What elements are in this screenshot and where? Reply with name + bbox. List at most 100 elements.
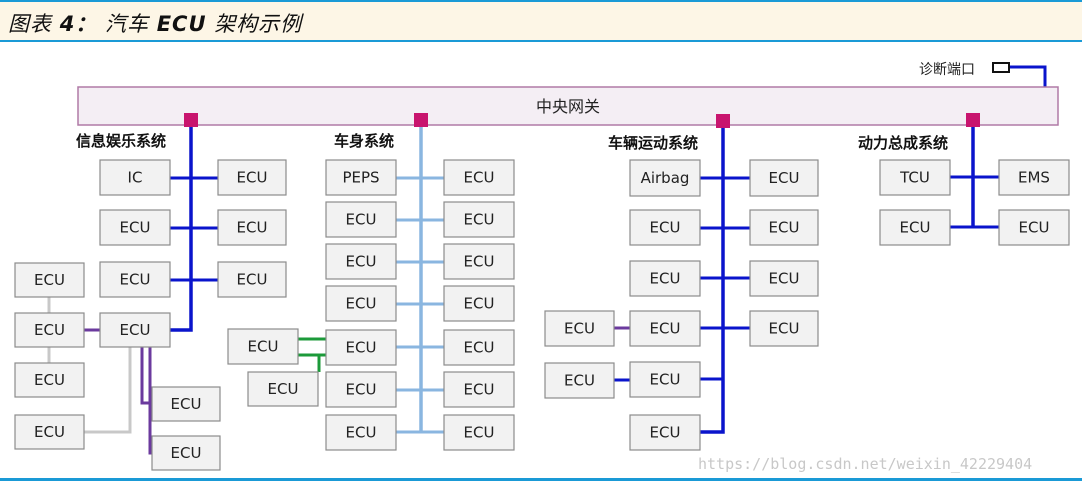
ecu-chassis-ext2-box — [544, 362, 615, 399]
ecu-info-left3-box — [14, 362, 85, 398]
port-powertrain — [966, 113, 980, 127]
port-body — [414, 113, 428, 127]
ecu-body-r4-label: ECU — [464, 295, 495, 313]
ecu-body-l3-label: ECU — [346, 253, 377, 271]
ecu-info-r1-box — [217, 159, 287, 196]
ecu-ems-box — [998, 159, 1070, 196]
ecu-ic: IC — [99, 159, 171, 196]
ecu-info-r2-label: ECU — [237, 219, 268, 237]
ecu-info-r3-box — [217, 261, 287, 298]
figure-title: 图表 4： 汽车 ECU 架构示例 — [8, 8, 302, 38]
ecu-boxes: IC ECU ECU ECU ECU ECU ECU ECU ECU ECU ECU ECU ECU PE… — [14, 159, 1070, 471]
ecu-body-ext2-label: ECU — [268, 380, 299, 398]
ecu-chassis-l2-label: ECU — [650, 219, 681, 237]
ecu-tcu-label: TCU — [899, 169, 930, 187]
diagnostic-port-label: 诊断端口 — [919, 62, 975, 78]
heading-powertrain: 动力总成系统 — [858, 134, 948, 152]
ecu-info-r2: ECU — [217, 209, 287, 246]
ecu-chassis-r2: ECU — [749, 209, 819, 246]
ecu-body-r4-box — [443, 285, 515, 322]
ecu-ic-box — [99, 159, 171, 196]
gateway-bar — [77, 86, 1059, 126]
ecu-body-l5-box — [325, 329, 397, 366]
ecu-info-left4-box — [14, 414, 85, 450]
heading-chassis: 车辆运动系统 — [608, 134, 698, 152]
ecu-info-r2-box — [217, 209, 287, 246]
ecu-info-left3-label: ECU — [34, 371, 65, 389]
ecu-info-left4: ECU — [14, 414, 85, 450]
ecu-body-l6: ECU — [325, 371, 397, 408]
title-number: 4： — [59, 12, 98, 36]
ecu-info-left1-box — [14, 262, 85, 298]
ecu-info-purple2-label: ECU — [171, 444, 202, 462]
ecu-body-l3-box — [325, 243, 397, 280]
ecu-chassis-l3: ECU — [629, 260, 701, 297]
diagnostic-port-link — [1009, 65, 1047, 87]
ecu-body-ext2: ECU — [247, 371, 319, 407]
ecu-body-l2-label: ECU — [346, 211, 377, 229]
ecu-info-purple1-box — [151, 386, 221, 422]
ecu-tcu-box — [879, 159, 951, 196]
ecu-info-l2-label: ECU — [120, 219, 151, 237]
diagnostic-port-icon — [992, 62, 1010, 73]
infotainment-purple-b — [148, 347, 152, 455]
body-green-c — [298, 353, 321, 372]
ecu-info-left4-label: ECU — [34, 423, 65, 441]
ecu-info-hub: ECU — [99, 312, 171, 348]
ecu-body-r7-box — [443, 414, 515, 451]
ecu-chassis-l3-label: ECU — [650, 270, 681, 288]
ecu-power-r2: ECU — [998, 209, 1070, 246]
ecu-chassis-l2-box — [629, 209, 701, 246]
ecu-power-l2: ECU — [879, 209, 951, 246]
gateway-ports — [184, 113, 980, 128]
ecu-body-r3: ECU — [443, 243, 515, 280]
ecu-info-left3: ECU — [14, 362, 85, 398]
ecu-info-l3-box — [99, 261, 171, 298]
title-text: 汽车 — [105, 12, 149, 36]
ecu-chassis-l6-label: ECU — [650, 424, 681, 442]
ecu-body-r2-box — [443, 201, 515, 238]
ecu-body-r3-label: ECU — [464, 253, 495, 271]
ecu-body-l7: ECU — [325, 414, 397, 451]
ecu-body-ext1: ECU — [227, 328, 299, 365]
ecu-body-r4: ECU — [443, 285, 515, 322]
ecu-body-l2: ECU — [325, 201, 397, 238]
ecu-body-r5-label: ECU — [464, 339, 495, 357]
ecu-info-purple2: ECU — [151, 435, 221, 471]
ecu-power-r2-box — [998, 209, 1070, 246]
ecu-body-ext2-box — [247, 371, 319, 407]
ecu-body-r7-label: ECU — [464, 424, 495, 442]
ecu-chassis-r3: ECU — [749, 260, 819, 297]
ecu-chassis-l3-box — [629, 260, 701, 297]
ecu-power-l2-label: ECU — [900, 219, 931, 237]
ecu-chassis-l6: ECU — [629, 414, 701, 451]
ecu-body-l5: ECU — [325, 329, 397, 366]
ecu-body-r6: ECU — [443, 371, 515, 408]
ecu-chassis-r4-box — [749, 310, 819, 347]
figure-header: 图表 4： 汽车 ECU 架构示例 — [0, 0, 1082, 42]
ecu-body-l7-label: ECU — [346, 424, 377, 442]
ecu-body-l3: ECU — [325, 243, 397, 280]
connection-lines — [47, 65, 1047, 455]
ecu-info-l2: ECU — [99, 209, 171, 246]
ecu-body-l2-box — [325, 201, 397, 238]
ecu-chassis-l2: ECU — [629, 209, 701, 246]
ecu-peps-label: PEPS — [342, 169, 379, 187]
port-infotainment — [184, 113, 198, 127]
ecu-info-r1-label: ECU — [237, 169, 268, 187]
ecu-info-left2-box — [14, 312, 85, 348]
watermark: https://blog.csdn.net/weixin_42229404 — [698, 455, 1032, 473]
ecu-info-purple1: ECU — [151, 386, 221, 422]
gateway-label: 中央网关 — [536, 97, 600, 116]
ecu-body-r7: ECU — [443, 414, 515, 451]
heading-body: 车身系统 — [334, 132, 394, 150]
ecu-chassis-ext1-label: ECU — [564, 320, 595, 338]
ecu-chassis-l4-box — [629, 310, 701, 347]
ecu-chassis-l5-label: ECU — [650, 371, 681, 389]
ecu-info-left1: ECU — [14, 262, 85, 298]
ecu-chassis-ext2: ECU — [544, 362, 615, 399]
ecu-body-r6-box — [443, 371, 515, 408]
title-ecu: ECU — [156, 12, 207, 36]
ecu-chassis-l5: ECU — [629, 361, 701, 398]
ecu-chassis-r1-label: ECU — [769, 169, 800, 187]
